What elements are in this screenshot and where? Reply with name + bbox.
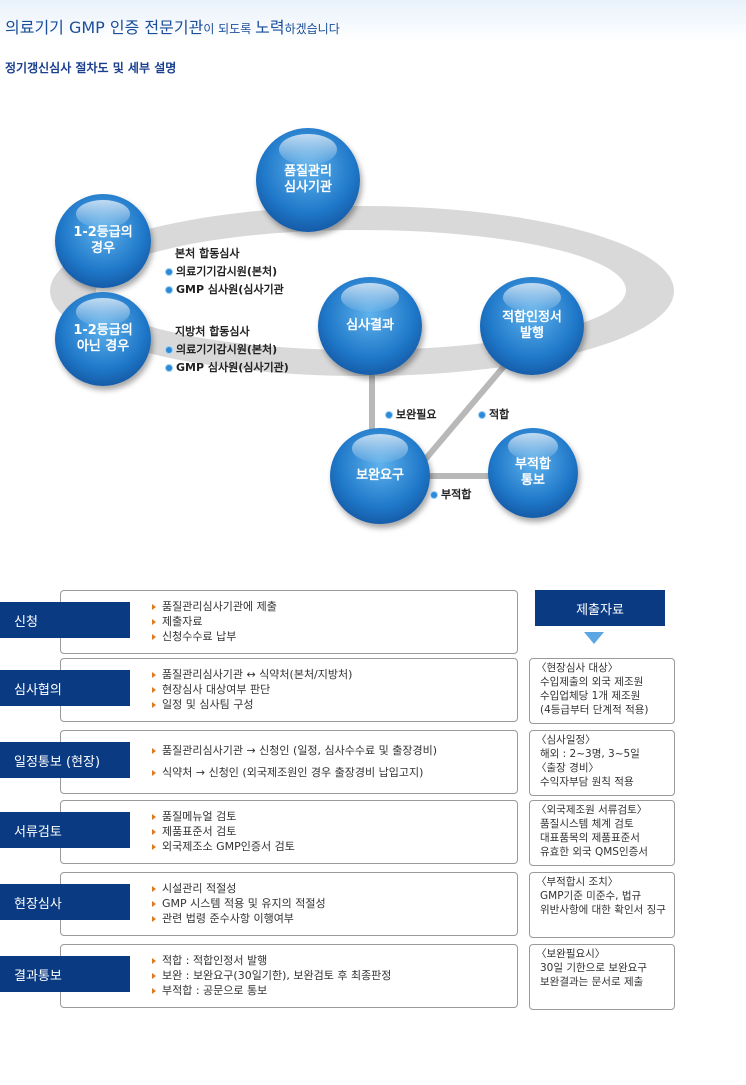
step-item: 현장심사 대상여부 판단: [152, 682, 512, 697]
result-node: 심사결과: [318, 277, 422, 375]
step-item: 신청수수료 납부: [152, 629, 512, 644]
bullet-icon: [165, 268, 173, 276]
side-note-line: 수입업체당 1개 제조원: [540, 690, 641, 702]
step-item: 제품표준서 검토: [152, 824, 512, 839]
connector-lines: [369, 363, 508, 479]
step-item: 품질관리심사기관 ↔ 식약처(본처/지방처): [152, 667, 512, 682]
step-item: 식약처 → 신청인 (외국제조원인 경우 출장경비 납입고지): [152, 765, 512, 787]
step-item: 품질관리심사기관에 제출: [152, 599, 512, 614]
side-note-line: 〈부적합시 조치〉: [536, 876, 619, 888]
side-note-line: 〈현장심사 대상〉: [536, 662, 619, 674]
step-label: 결과통보: [0, 956, 130, 992]
side-note-line: 대표품목의 제품표준서: [540, 832, 640, 844]
step-label: 일정통보 (현장): [0, 742, 130, 778]
side-note-line: 〈보완필요시〉: [536, 948, 606, 960]
bullet-icon: [478, 411, 486, 419]
step-label: 현장심사: [0, 884, 130, 920]
side-note-line: GMP기준 미준수, 법규: [540, 890, 642, 902]
step-label: 서류검토: [0, 812, 130, 848]
bullet-icon: [165, 346, 173, 354]
hq-audit-label: 본처 합동심사 의료기기감시원(본처) GMP 심사원(심사기관: [165, 245, 284, 297]
arrow-down-icon: [584, 632, 604, 644]
side-note-line: 〈외국제조원 서류검토〉: [536, 804, 648, 816]
header-band: [0, 0, 746, 42]
step-items: 품질관리심사기관 → 신청인 (일정, 심사수수료 및 출장경비)식약처 → 신…: [152, 743, 512, 787]
side-note-line: 위반사항에 대한 확인서 징구: [540, 904, 666, 916]
bullet-icon: [430, 491, 438, 499]
nonfit-label: 부적합: [430, 486, 471, 502]
step-item: 품질관리심사기관 → 신청인 (일정, 심사수수료 및 출장경비): [152, 743, 512, 765]
side-note-line: 보완결과는 문서로 제출: [540, 976, 644, 988]
side-note-line: 〈출장 경비〉: [536, 762, 599, 774]
step-item: 외국제조소 GMP인증서 검토: [152, 839, 512, 854]
side-note-line: (4등급부터 단계적 적용): [540, 704, 649, 716]
need-supp-label: 보완필요: [385, 406, 436, 422]
bullet-icon: [385, 411, 393, 419]
local-audit-label: 지방처 합동심사 의료기기감시원(본처) GMP 심사원(심사기관): [165, 323, 289, 375]
side-note-line: 30일 기한으로 보완요구: [540, 962, 647, 974]
step-item: 부적합 : 공문으로 통보: [152, 983, 512, 998]
side-note-line: 품질시스템 체계 검토: [540, 818, 634, 830]
side-note: 〈심사일정〉 해외 : 2~3명, 3~5일 〈출장 경비〉 수익자부담 원칙 적용: [529, 730, 675, 796]
section-subtitle: 정기갱신심사 절차도 및 세부 설명: [5, 61, 177, 75]
step-label: 심사협의: [0, 670, 130, 706]
step-item: 시설관리 적절성: [152, 881, 512, 896]
line-cert-request: [420, 363, 508, 464]
request-node: 보완요구: [330, 428, 430, 524]
step-item: 적합 : 적합인정서 발행: [152, 953, 512, 968]
step-item: 제출자료: [152, 614, 512, 629]
side-note-line: 〈심사일정〉: [536, 734, 596, 746]
step-item: GMP 시스템 적용 및 유지의 적절성: [152, 896, 512, 911]
side-note-line: 수입제출의 외국 제조원: [540, 676, 644, 688]
step-item: 일정 및 심사팀 구성: [152, 697, 512, 712]
step-label: 신청: [0, 602, 130, 638]
side-note-line: 해외 : 2~3명, 3~5일: [540, 748, 640, 760]
bullet-icon: [165, 286, 173, 294]
step-item: 관련 법령 준수사항 이행여부: [152, 911, 512, 926]
side-note-line: 수익자부담 원칙 적용: [540, 776, 634, 788]
side-note-line: 유효한 외국 QMS인증서: [540, 846, 648, 858]
fit-label: 적합: [478, 406, 509, 422]
bullet-icon: [165, 364, 173, 372]
step-item: 품질메뉴얼 검토: [152, 809, 512, 824]
step-item: 보완 : 보완요구(30일기한), 보완검토 후 최종판정: [152, 968, 512, 983]
page-title: 의료기기 GMP 인증 전문기관이 되도록 노력하겠습니다: [5, 18, 340, 37]
submit-materials-header: 제출자료: [535, 590, 665, 626]
